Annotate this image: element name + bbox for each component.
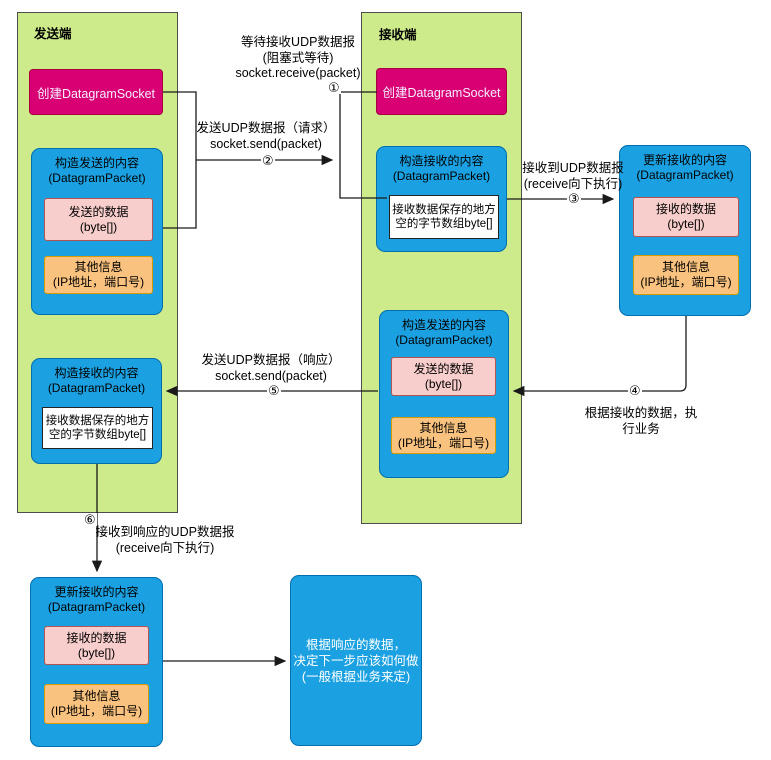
edge-send-response-line1: 发送UDP数据报（响应） (201, 353, 341, 367)
receiver-update-info-line2: (IP地址，端口号) (640, 275, 732, 289)
edge-wait-receive-line1: 等待接收UDP数据报 (241, 35, 355, 49)
sender-update-data-line2: (byte[]) (77, 645, 116, 660)
decision-line3: (一般根据业务来定) (301, 669, 411, 684)
sender-panel-title: 发送端 (34, 27, 72, 41)
sender-send-data-box: 发送的数据 (byte[]) (44, 198, 153, 241)
sender-send-packet-title: 构造发送的内容 (54, 156, 139, 170)
edge-num-4: ④ (628, 383, 642, 398)
sender-recv-packet-box: 构造接收的内容 (DatagramPacket) 接收数据保存的地方 空的字节数… (31, 358, 162, 464)
sender-update-info-line2: (IP地址，端口号) (50, 704, 143, 718)
sender-send-packet-box: 构造发送的内容 (DatagramPacket) 发送的数据 (byte[]) … (31, 148, 163, 315)
sender-update-info-line1: 其他信息 (72, 689, 121, 703)
sender-update-packet-title: 更新接收的内容 (54, 585, 139, 599)
receiver-create-socket-box: 创建DatagramSocket (376, 68, 507, 115)
receiver-send-data-line2: (byte[]) (424, 376, 463, 391)
sender-update-info-box: 其他信息 (IP地址，端口号) (44, 684, 149, 724)
edge-send-request-line2: socket.send(packet) (210, 136, 322, 151)
edge-num-6: ⑥ (83, 512, 97, 527)
receiver-recv-buffer-line1: 接收数据保存的地方 (392, 204, 496, 216)
receiver-send-data-box: 发送的数据 (byte[]) (391, 357, 496, 396)
receiver-update-data-line1: 接收的数据 (655, 202, 716, 216)
sender-send-info-line1: 其他信息 (74, 260, 123, 274)
edge-label-send-request: 发送UDP数据报（请求） socket.send(packet) (197, 121, 336, 152)
receiver-update-info-box: 其他信息 (IP地址，端口号) (633, 255, 739, 295)
receiver-recv-packet-box: 构造接收的内容 (DatagramPacket) 接收数据保存的地方 空的字节数… (376, 146, 507, 252)
edge-wait-receive-line3: socket.receive(packet) (235, 66, 361, 80)
receiver-create-socket-label: 创建DatagramSocket (382, 86, 501, 100)
sender-update-packet-subtitle: (DatagramPacket) (47, 600, 146, 614)
decision-box: 根据响应的数据， 决定下一步应该如何做 (一般根据业务来定) (290, 575, 422, 746)
receiver-send-info-line2: (IP地址，端口号) (397, 435, 490, 450)
receiver-recv-buffer-box: 接收数据保存的地方 空的字节数组byte[] (389, 195, 499, 239)
decision-line1: 根据响应的数据， (305, 637, 406, 652)
sender-create-socket-box: 创建DatagramSocket (29, 69, 163, 115)
edge-label-process: 根据接收的数据，执 行业务 (585, 406, 698, 437)
edge-received-line2: (receive向下执行) (523, 176, 623, 191)
edge-response-received-line2: (receive向下执行) (115, 540, 215, 555)
decision-line2: 决定下一步应该如何做 (293, 653, 419, 668)
edge-num-3: ③ (567, 191, 581, 206)
sender-update-data-line1: 接收的数据 (66, 630, 127, 645)
sender-send-info-line2: (IP地址，端口号) (52, 275, 145, 289)
edge-num-5: ⑤ (267, 383, 281, 398)
edge-wait-receive-line2: (阻塞式等待) (262, 50, 334, 65)
sender-send-data-line2: (byte[]) (79, 219, 118, 234)
receiver-update-info-line1: 其他信息 (661, 260, 710, 274)
sender-recv-buffer-line1: 接收数据保存的地方 (45, 415, 150, 427)
edge-process-line2: 行业务 (622, 421, 660, 436)
receiver-update-packet-box: 更新接收的内容 (DatagramPacket) 接收的数据 (byte[]) … (619, 145, 751, 316)
edge-process-line1: 根据接收的数据，执 (584, 406, 698, 420)
edge-num-2: ② (261, 153, 275, 168)
sender-send-data-line1: 发送的数据 (68, 204, 129, 219)
edge-received-line1: 接收到UDP数据报 (522, 161, 624, 175)
sender-send-info-box: 其他信息 (IP地址，端口号) (44, 256, 153, 294)
receiver-send-packet-box: 构造发送的内容 (DatagramPacket) 发送的数据 (byte[]) … (379, 310, 509, 478)
sender-recv-buffer-box: 接收数据保存的地方 空的字节数组byte[] (42, 407, 153, 449)
edge-response-received-line1: 接收到响应的UDP数据报 (95, 525, 235, 539)
edge-send-request-line1: 发送UDP数据报（请求） (196, 121, 336, 135)
edge-num-1: ① (327, 80, 341, 95)
connector-process (512, 316, 687, 397)
edge-send-response-line2: socket.send(packet) (215, 368, 327, 383)
receiver-send-packet-subtitle: (DatagramPacket) (395, 333, 493, 347)
sender-update-packet-box: 更新接收的内容 (DatagramPacket) 接收的数据 (byte[]) … (30, 577, 163, 747)
edge-label-received: 接收到UDP数据报 (receive向下执行) (522, 161, 623, 192)
sender-send-packet-subtitle: (DatagramPacket) (48, 171, 146, 185)
receiver-update-packet-subtitle: (DatagramPacket) (636, 168, 734, 182)
sender-update-data-box: 接收的数据 (byte[]) (44, 626, 149, 665)
receiver-recv-buffer-line2: 空的字节数组byte[] (395, 218, 493, 230)
edge-label-response-received: 接收到响应的UDP数据报 (receive向下执行) (96, 525, 235, 556)
edge-label-send-response: 发送UDP数据报（响应） socket.send(packet) (202, 353, 341, 384)
receiver-recv-packet-title: 构造接收的内容 (399, 154, 484, 168)
receiver-update-data-line2: (byte[]) (667, 217, 705, 231)
sender-recv-packet-subtitle: (DatagramPacket) (47, 381, 146, 395)
receiver-send-info-line1: 其他信息 (419, 420, 468, 435)
receiver-send-data-line1: 发送的数据 (413, 361, 474, 376)
sender-recv-packet-title: 构造接收的内容 (54, 366, 139, 380)
sender-recv-buffer-line2: 空的字节数组byte[] (48, 429, 147, 441)
receiver-update-data-box: 接收的数据 (byte[]) (633, 197, 739, 237)
sender-create-socket-label: 创建DatagramSocket (36, 86, 156, 101)
receiver-panel-title: 接收端 (379, 28, 417, 42)
receiver-update-packet-title: 更新接收的内容 (642, 153, 727, 167)
edge-label-wait-receive: 等待接收UDP数据报 (阻塞式等待) socket.receive(packet… (235, 35, 360, 82)
receiver-recv-packet-subtitle: (DatagramPacket) (392, 169, 491, 183)
receiver-send-info-box: 其他信息 (IP地址，端口号) (391, 417, 496, 454)
receiver-send-packet-title: 构造发送的内容 (401, 318, 486, 332)
